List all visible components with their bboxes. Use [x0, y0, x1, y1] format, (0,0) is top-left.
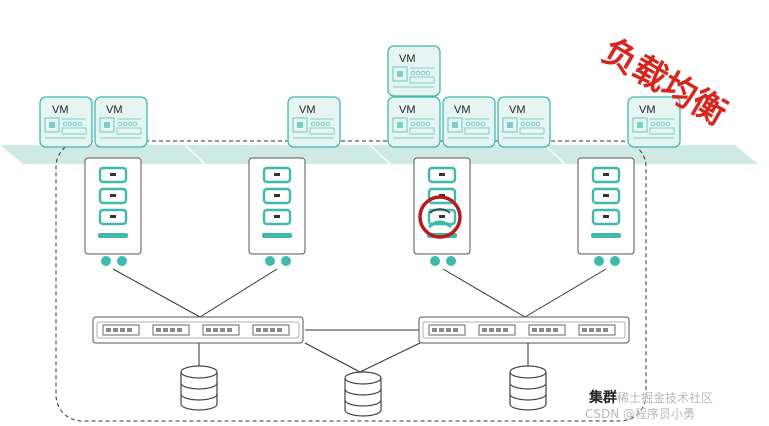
server-2: [247, 156, 307, 268]
connection-lines: [112, 268, 607, 373]
vm-label: VM: [106, 104, 123, 116]
vm-node: VM: [627, 96, 681, 148]
vm-label: VM: [454, 104, 471, 116]
vm-label: VM: [52, 104, 69, 116]
switch-left: [92, 316, 304, 344]
vm-label: VM: [399, 53, 416, 65]
vm-label: VM: [639, 104, 656, 116]
vm-node: VM: [387, 45, 441, 97]
cluster-label: 集群: [588, 389, 617, 406]
switch-right: [418, 316, 630, 344]
vm-node: VM: [287, 96, 341, 148]
vm-label: VM: [509, 104, 526, 116]
vm-node: VM: [94, 96, 148, 148]
vm-node: VM: [39, 96, 93, 148]
server-1: [83, 156, 143, 268]
overload-circle-icon: [418, 195, 462, 239]
server-4: [576, 156, 636, 268]
vm-label: VM: [399, 104, 416, 116]
watermark-juejin: 稀土掘金技术社区: [617, 390, 713, 405]
cluster-boundary: [55, 140, 647, 422]
vm-node: VM: [442, 96, 496, 148]
watermark-csdn: CSDN @程序员小勇: [585, 406, 695, 421]
database-icon: [180, 365, 218, 411]
database-icon: [344, 371, 382, 417]
database-icon: [509, 365, 547, 411]
vm-node: VM: [497, 96, 551, 148]
vm-node: VM: [387, 96, 441, 148]
vm-label: VM: [299, 104, 316, 116]
